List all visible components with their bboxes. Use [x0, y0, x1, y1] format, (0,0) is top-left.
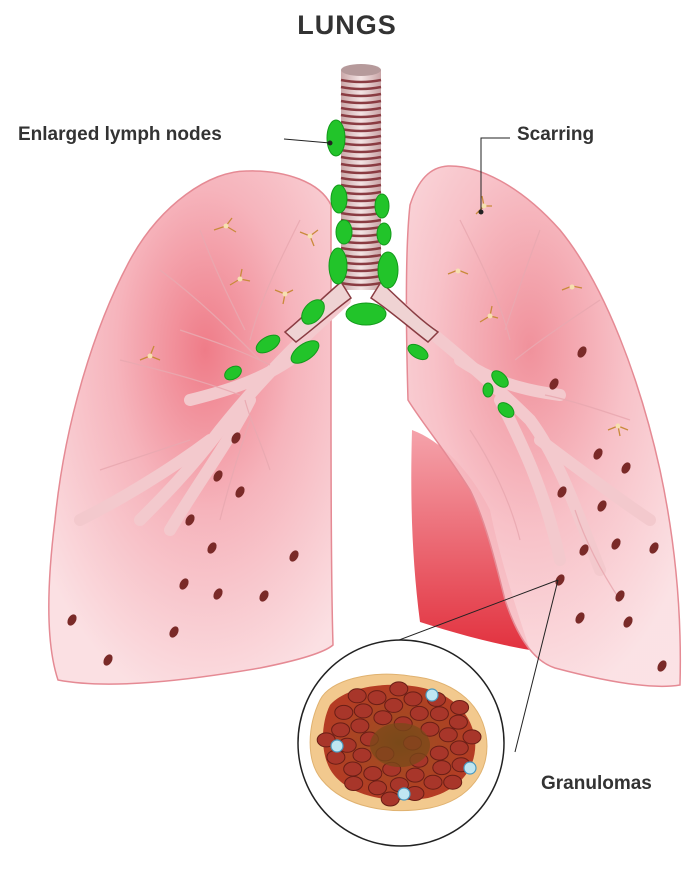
scarring-label: Scarring	[517, 124, 594, 146]
granuloma-cell	[424, 775, 442, 789]
granuloma-cell	[451, 701, 469, 715]
granuloma-cell	[444, 775, 462, 789]
granuloma-cell	[369, 781, 387, 795]
granulomas-label: Granulomas	[541, 773, 652, 795]
granuloma-cell	[364, 767, 382, 781]
granuloma-cell	[430, 707, 448, 721]
granuloma-cell	[335, 705, 353, 719]
granuloma-cell	[344, 762, 362, 776]
granuloma-cell	[385, 698, 403, 712]
granuloma-cell	[433, 761, 451, 775]
granuloma-cell	[345, 777, 363, 791]
granuloma-cell	[332, 723, 350, 737]
granuloma-cell	[449, 715, 467, 729]
granuloma-cell	[390, 682, 408, 696]
granuloma-cell	[348, 689, 366, 703]
page-title: LUNGS	[0, 10, 694, 41]
granuloma-cell	[404, 692, 422, 706]
granuloma-cell	[410, 706, 428, 720]
lymph-pointer-line	[284, 139, 330, 143]
granuloma-cell	[439, 728, 457, 742]
granuloma-cell	[406, 768, 424, 782]
left-lung	[49, 171, 333, 684]
granuloma-cell	[450, 741, 468, 755]
granuloma-cell	[351, 719, 369, 733]
enlarged-lymph-nodes-label: Enlarged lymph nodes	[18, 124, 222, 146]
granuloma-cell	[430, 746, 448, 760]
granuloma-cell	[353, 748, 371, 762]
granuloma-cell	[374, 711, 392, 725]
granuloma-cell	[463, 730, 481, 744]
granuloma-cell	[381, 792, 399, 806]
granuloma-cell	[354, 704, 372, 718]
granuloma-magnified	[298, 640, 504, 846]
granuloma-cell	[368, 691, 386, 705]
